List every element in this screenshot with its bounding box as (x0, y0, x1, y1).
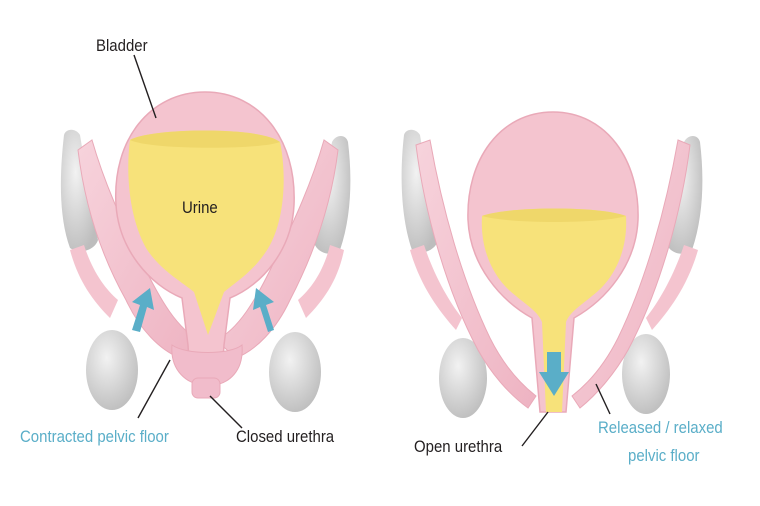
left-contract-arrow (132, 288, 154, 332)
right-panel-left-ischium (439, 338, 487, 418)
closed-urethra-shape (171, 343, 243, 387)
right-outer-muscle (298, 245, 344, 318)
contracted-leader-line (137, 359, 171, 419)
right-hip-bone-upper (314, 136, 351, 254)
bladder-leader-line (133, 54, 157, 119)
urine-contracted (128, 130, 284, 335)
relaxed-panel (401, 111, 703, 447)
release-arrow (539, 352, 569, 396)
released-pelvic-floor-label-line2: pelvic floor (628, 446, 700, 465)
closed-urethra-tip (191, 377, 221, 399)
right-panel-right-ischium (622, 334, 670, 414)
left-outer-muscle (70, 245, 118, 318)
bladder-label: Bladder (96, 36, 148, 55)
contracted-pelvic-floor-label: Contracted pelvic floor (20, 427, 169, 446)
urine-relaxed (481, 208, 627, 412)
closed-urethra-leader-line (209, 395, 243, 429)
urine-label: Urine (182, 198, 218, 217)
relaxed-left-muscle (415, 139, 537, 409)
right-ischium-bone (269, 332, 321, 412)
urine-surface-relaxed (482, 208, 626, 222)
released-pelvic-floor-label-line1: Released / relaxed (598, 418, 723, 437)
right-panel-left-hip-bone (401, 129, 438, 253)
left-hip-bone-upper (60, 129, 98, 252)
right-contract-arrow (253, 288, 274, 332)
urine-surface-contracted (130, 130, 280, 148)
closed-urethra-label: Closed urethra (236, 427, 335, 446)
open-urethra-label: Open urethra (414, 437, 503, 456)
relaxed-left-outer (410, 245, 462, 330)
released-leader-line (595, 383, 611, 415)
relaxed-right-outer (646, 245, 698, 330)
relaxed-right-muscle (571, 139, 691, 409)
left-ischium-bone (86, 330, 138, 410)
open-urethra-leader-line (521, 411, 549, 447)
contracted-panel (60, 54, 351, 429)
